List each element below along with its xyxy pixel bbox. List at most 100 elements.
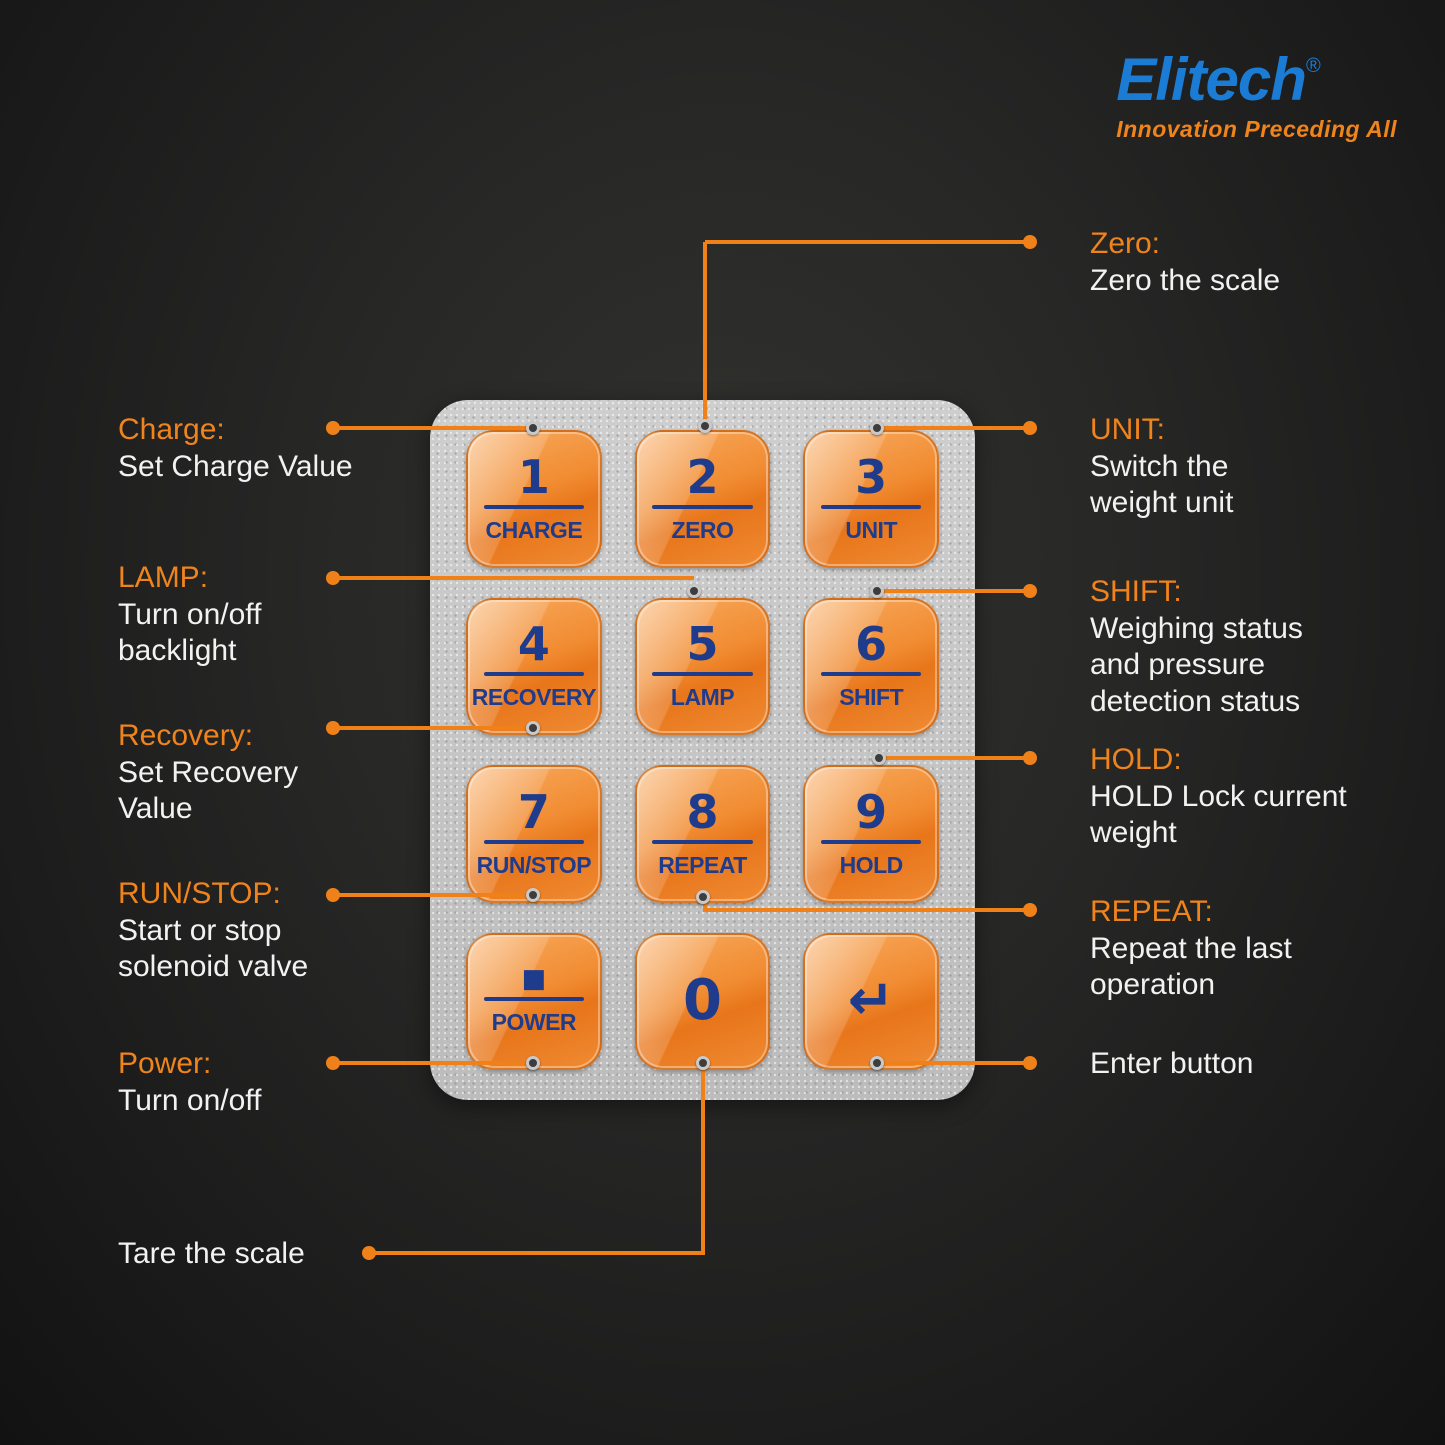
key-6-shift[interactable]: 6 SHIFT xyxy=(803,597,939,735)
callout-power: Power: Turn on/off xyxy=(118,1046,448,1119)
callout-dot xyxy=(326,1056,340,1070)
callout-desc: Tare the scale xyxy=(118,1237,305,1270)
connector-pin xyxy=(696,890,710,904)
key-underline xyxy=(483,504,584,509)
callout-line-power xyxy=(338,1061,533,1065)
callout-dot xyxy=(326,888,340,902)
connector-pin xyxy=(526,888,540,902)
key-label: CHARGE xyxy=(485,516,583,543)
key-number: 2 xyxy=(686,449,719,504)
callout-line-repeat-h xyxy=(707,908,1028,912)
key-number: 6 xyxy=(855,617,888,672)
connector-pin xyxy=(872,751,886,765)
elitech-logo: Elitech® Innovation Preceding All xyxy=(1116,50,1397,143)
callout-dot xyxy=(326,721,340,735)
key-9-hold[interactable]: 9 HOLD xyxy=(803,765,939,903)
key-0[interactable]: 0 xyxy=(634,932,771,1070)
connector-pin xyxy=(526,421,540,435)
callout-dot xyxy=(1023,584,1037,598)
callout-enter: Enter button xyxy=(1090,1046,1420,1083)
connector-pin xyxy=(870,421,884,435)
key-label: POWER xyxy=(491,1009,577,1036)
key-label: RUN/STOP xyxy=(476,851,592,878)
key-underline xyxy=(821,839,922,844)
callout-title: HOLD: xyxy=(1090,743,1182,776)
callout-desc: Start or stop solenoid valve xyxy=(118,913,309,984)
key-power[interactable]: ■ POWER xyxy=(466,932,602,1070)
callout-desc: Repeat the last operation xyxy=(1090,931,1292,1002)
callout-title: SHIFT: xyxy=(1090,575,1182,608)
key-7-runstop[interactable]: 7 RUN/STOP xyxy=(466,765,602,903)
connector-pin xyxy=(870,1056,884,1070)
callout-dot xyxy=(362,1246,376,1260)
callout-line-shift xyxy=(877,589,1028,593)
callout-dot xyxy=(1023,903,1037,917)
callout-charge: Charge: Set Charge Value xyxy=(118,412,418,485)
callout-dot xyxy=(1023,235,1037,249)
callout-desc: Switch the weight unit xyxy=(1090,449,1234,520)
key-enter[interactable]: ↵ xyxy=(803,932,939,1070)
key-1-charge[interactable]: 1 CHARGE xyxy=(466,430,602,568)
callout-line-hold xyxy=(879,756,1028,760)
callout-runstop: RUN/STOP: Start or stop solenoid valve xyxy=(118,876,448,986)
key-number: 8 xyxy=(686,784,719,839)
key-underline xyxy=(483,997,584,1002)
key-underline xyxy=(821,504,922,509)
key-8-repeat[interactable]: 8 REPEAT xyxy=(634,765,771,903)
callout-title: LAMP: xyxy=(118,561,209,594)
brand-text: Elitech xyxy=(1116,46,1307,113)
callout-title: REPEAT: xyxy=(1090,895,1213,928)
callout-title: Recovery: xyxy=(118,719,254,752)
key-2-zero[interactable]: 2 ZERO xyxy=(634,430,771,568)
callout-desc: Turn on/off xyxy=(118,1083,262,1117)
key-number: 0 xyxy=(683,968,722,1034)
callout-line-charge xyxy=(338,426,533,430)
key-underline xyxy=(652,672,753,677)
connector-pin xyxy=(870,584,884,598)
key-5-lamp[interactable]: 5 LAMP xyxy=(634,597,771,735)
callout-repeat: REPEAT: Repeat the last operation xyxy=(1090,894,1420,1004)
key-number: 3 xyxy=(855,449,888,504)
callout-dot xyxy=(326,571,340,585)
key-label: SHIFT xyxy=(839,684,904,711)
callout-desc: Set Recovery Value xyxy=(118,755,299,826)
callout-dot xyxy=(1023,421,1037,435)
keypad-panel: 1 CHARGE 2 ZERO 3 UNIT 4 RECOVERY 5 xyxy=(430,400,975,1100)
callout-title: RUN/STOP: xyxy=(118,877,281,910)
key-number: 7 xyxy=(517,784,550,839)
callout-desc: Enter button xyxy=(1090,1047,1254,1080)
callout-tare: Tare the scale xyxy=(118,1236,448,1273)
key-4-recovery[interactable]: 4 RECOVERY xyxy=(466,597,602,735)
key-label: ZERO xyxy=(671,516,734,543)
connector-pin xyxy=(526,1056,540,1070)
connector-pin xyxy=(526,721,540,735)
callout-title: Zero: xyxy=(1090,227,1161,260)
callout-line-lamp xyxy=(338,576,694,580)
callout-line-tare-v xyxy=(701,1063,705,1255)
connector-pin xyxy=(696,1056,710,1070)
key-label: RECOVERY xyxy=(471,684,597,711)
callout-shift: SHIFT: Weighing status and pressure dete… xyxy=(1090,574,1420,720)
callout-line-zero-v xyxy=(703,242,707,426)
callout-desc: Turn on/off backlight xyxy=(118,597,262,668)
callout-hold: HOLD: HOLD Lock current weight xyxy=(1090,742,1420,852)
callout-line-enter xyxy=(877,1061,1028,1065)
power-square-icon: ■ xyxy=(521,964,547,995)
key-3-unit[interactable]: 3 UNIT xyxy=(803,430,939,568)
callout-desc: HOLD Lock current weight xyxy=(1090,779,1347,850)
callout-line-recovery xyxy=(338,726,533,730)
keypad-grid: 1 CHARGE 2 ZERO 3 UNIT 4 RECOVERY 5 xyxy=(430,400,975,1100)
callout-unit: UNIT: Switch the weight unit xyxy=(1090,412,1420,522)
connector-pin xyxy=(687,584,701,598)
callout-title: Charge: xyxy=(118,413,225,446)
key-underline xyxy=(483,839,584,844)
callout-dot xyxy=(1023,1056,1037,1070)
key-underline xyxy=(483,672,584,677)
key-label: UNIT xyxy=(845,516,897,543)
callout-desc: Weighing status and pressure detection s… xyxy=(1090,611,1303,718)
key-label: LAMP xyxy=(670,684,735,711)
enter-arrow-icon: ↵ xyxy=(847,968,895,1034)
callout-dot xyxy=(326,421,340,435)
callout-zero: Zero: Zero the scale xyxy=(1090,226,1420,299)
